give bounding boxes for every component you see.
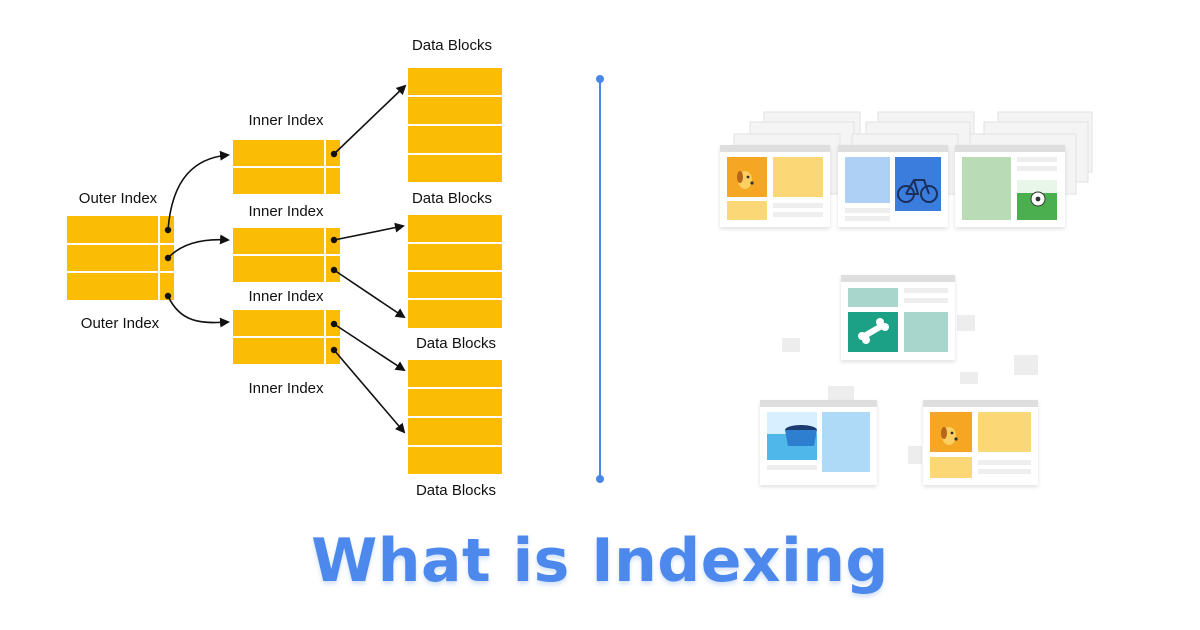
bicycle-icon xyxy=(897,179,938,203)
inner-index-label-4: Inner Index xyxy=(248,380,324,397)
inner-index-table-3 xyxy=(233,310,340,364)
page-card-bicycle xyxy=(838,145,948,227)
page-card-bone xyxy=(841,275,955,360)
page-card-bowl xyxy=(760,400,877,485)
indexed-pages-illustration xyxy=(720,111,1093,485)
bone-icon xyxy=(858,318,889,344)
data-blocks-stack-3 xyxy=(408,360,502,474)
page-card-dog-1 xyxy=(720,145,830,227)
data-blocks-label-4: Data Blocks xyxy=(416,482,496,499)
data-blocks-label-2: Data Blocks xyxy=(412,190,492,207)
page-card-dog-2 xyxy=(923,400,1038,485)
multilevel-index-diagram: Data Blocks Inner Index Outer Index Data… xyxy=(67,37,502,499)
outer-index-label-bottom: Outer Index xyxy=(81,315,160,332)
inner-index-table-1 xyxy=(233,140,340,194)
data-blocks-stack-1 xyxy=(408,68,502,182)
data-blocks-label-3: Data Blocks xyxy=(416,335,496,352)
dog-icon xyxy=(737,171,754,189)
outer-index-label-top: Outer Index xyxy=(79,190,158,207)
page-card-soccer xyxy=(955,145,1065,227)
bowl-icon xyxy=(785,425,817,446)
data-blocks-stack-2 xyxy=(408,215,502,328)
soccer-ball-icon xyxy=(1030,191,1046,207)
dog-icon xyxy=(941,427,958,445)
vertical-divider xyxy=(596,75,604,483)
data-blocks-label-1: Data Blocks xyxy=(412,37,492,54)
page-title: What is Indexing xyxy=(311,526,889,596)
inner-index-table-2 xyxy=(233,228,340,282)
inner-index-label-1: Inner Index xyxy=(248,112,324,129)
inner-index-label-3: Inner Index xyxy=(248,288,324,305)
inner-index-label-2: Inner Index xyxy=(248,203,324,220)
outer-index-table xyxy=(67,216,174,300)
pointer-arrows xyxy=(167,84,407,434)
